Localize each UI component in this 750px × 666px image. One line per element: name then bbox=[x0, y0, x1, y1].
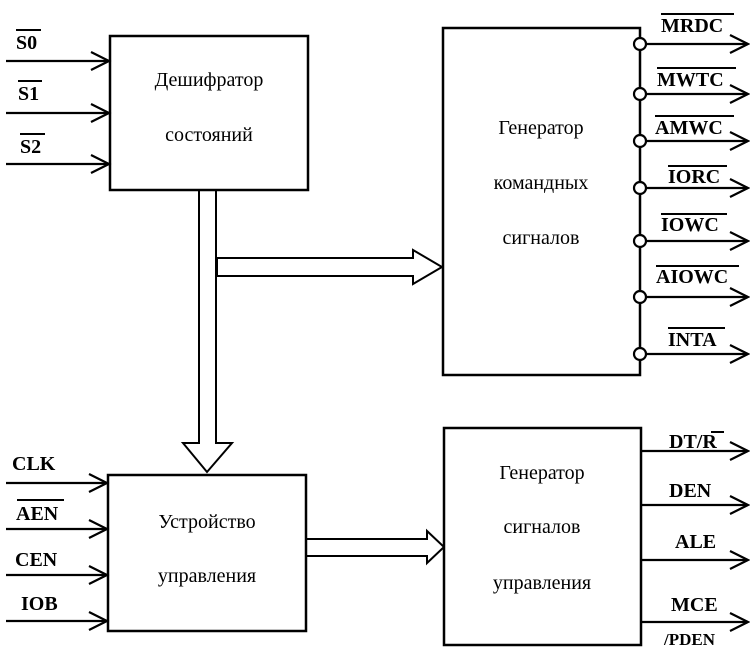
control-output-mce-pden: MCE /PDEN bbox=[642, 594, 750, 649]
control-unit-block: Устройство управления bbox=[106, 473, 308, 633]
command-output-label: IORC bbox=[668, 166, 720, 188]
bus-control-unit-to-control-gen bbox=[304, 528, 446, 566]
command-output-aiowc: AIOWC bbox=[632, 265, 750, 307]
decoder-label-line2: состояний bbox=[165, 124, 253, 146]
inversion-bubble bbox=[632, 289, 648, 305]
control-unit-label-line2: управления bbox=[158, 565, 256, 587]
inversion-bubble bbox=[632, 36, 648, 52]
bus-decoder-to-control-unit bbox=[180, 189, 235, 474]
control-generator-block: Генератор сигналов управления bbox=[442, 426, 643, 647]
control-input-clk: CLK bbox=[6, 453, 110, 493]
status-input-label: S2 bbox=[20, 136, 41, 158]
inversion-bubble bbox=[632, 86, 648, 102]
decoder-block: Дешифратор состояний bbox=[108, 34, 310, 192]
command-gen-label-line1: Генератор bbox=[498, 117, 583, 139]
inversion-bubble bbox=[632, 346, 648, 362]
control-gen-label-line2: сигналов bbox=[504, 516, 581, 538]
command-output-mrdc: MRDC bbox=[632, 13, 750, 54]
command-output-label: MRDC bbox=[661, 15, 723, 37]
control-gen-label-line3: управления bbox=[493, 572, 591, 594]
command-gen-label-line2: командных bbox=[494, 172, 589, 194]
control-input-label: IOB bbox=[21, 593, 58, 615]
control-output-label: DT/R bbox=[669, 431, 717, 453]
control-input-aen: AEN bbox=[6, 499, 110, 539]
command-output-inta: INTA bbox=[632, 327, 750, 364]
control-output-den: DEN bbox=[642, 480, 750, 515]
status-input-label: S0 bbox=[16, 32, 37, 54]
decoder-label-line1: Дешифратор bbox=[155, 69, 264, 91]
command-output-label: IOWC bbox=[661, 214, 719, 236]
control-output-label: MCE bbox=[671, 594, 718, 616]
command-output-label: INTA bbox=[668, 329, 717, 351]
control-output-ale: ALE bbox=[642, 531, 750, 570]
command-output-label: MWTC bbox=[657, 69, 724, 91]
bus-decoder-to-command-gen bbox=[216, 248, 444, 286]
command-generator-block: Генератор командных сигналов bbox=[441, 26, 642, 377]
command-output-label: AMWC bbox=[655, 117, 723, 139]
inversion-bubble bbox=[632, 133, 648, 149]
control-input-cen: CEN bbox=[6, 549, 110, 585]
status-input-label: S1 bbox=[18, 83, 39, 105]
control-input-label: CLK bbox=[12, 453, 56, 475]
status-input-s1: S1 bbox=[6, 80, 112, 123]
control-unit-label-line1: Устройство bbox=[158, 511, 255, 533]
control-input-label: CEN bbox=[15, 549, 58, 571]
command-output-iowc: IOWC bbox=[632, 213, 750, 251]
control-output-label: ALE bbox=[675, 531, 716, 553]
command-output-mwtc: MWTC bbox=[632, 67, 750, 104]
control-output-dtr: DT/R bbox=[642, 431, 750, 461]
command-gen-label-line3: сигналов bbox=[503, 227, 580, 249]
status-input-s0: S0 bbox=[6, 29, 112, 71]
control-input-label: AEN bbox=[16, 503, 59, 525]
control-output-label-sub: /PDEN bbox=[663, 630, 716, 649]
command-output-amwc: AMWC bbox=[632, 115, 750, 151]
inversion-bubble bbox=[632, 180, 648, 196]
control-input-iob: IOB bbox=[6, 593, 110, 631]
inversion-bubble bbox=[632, 233, 648, 249]
command-output-label: AIOWC bbox=[656, 266, 728, 288]
status-input-s2: S2 bbox=[6, 133, 112, 174]
command-output-iorc: IORC bbox=[632, 165, 750, 198]
control-gen-label-line1: Генератор bbox=[499, 462, 584, 484]
control-output-label: DEN bbox=[669, 480, 712, 502]
